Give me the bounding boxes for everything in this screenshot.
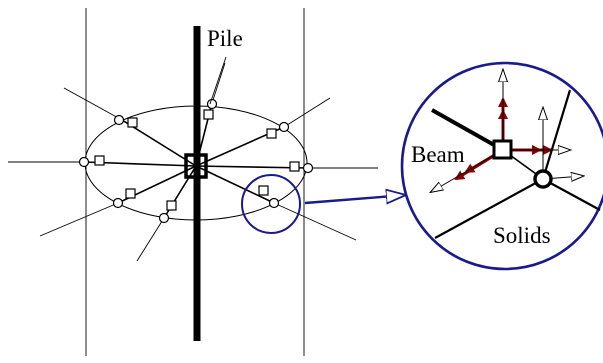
detail-zoom-circle <box>400 61 603 271</box>
zoom-solid-edges <box>434 89 601 239</box>
detail-zoom-view: Beam Solids <box>400 61 603 271</box>
solids-label: Solids <box>493 223 551 248</box>
solid-element-lines <box>8 62 378 262</box>
callout-arrow <box>304 195 406 203</box>
zoom-beam-node <box>492 139 513 160</box>
beam-label: Beam <box>411 142 465 167</box>
solid-nodes <box>78 98 314 224</box>
beam-nodes <box>94 109 300 211</box>
pile-node <box>184 153 208 179</box>
pile-label: Pile <box>207 26 243 51</box>
zoom-solid-node <box>533 169 553 189</box>
zoom-beam-line <box>431 108 504 152</box>
detail-callout-circle <box>241 174 301 234</box>
pile-label-leader <box>209 56 227 105</box>
